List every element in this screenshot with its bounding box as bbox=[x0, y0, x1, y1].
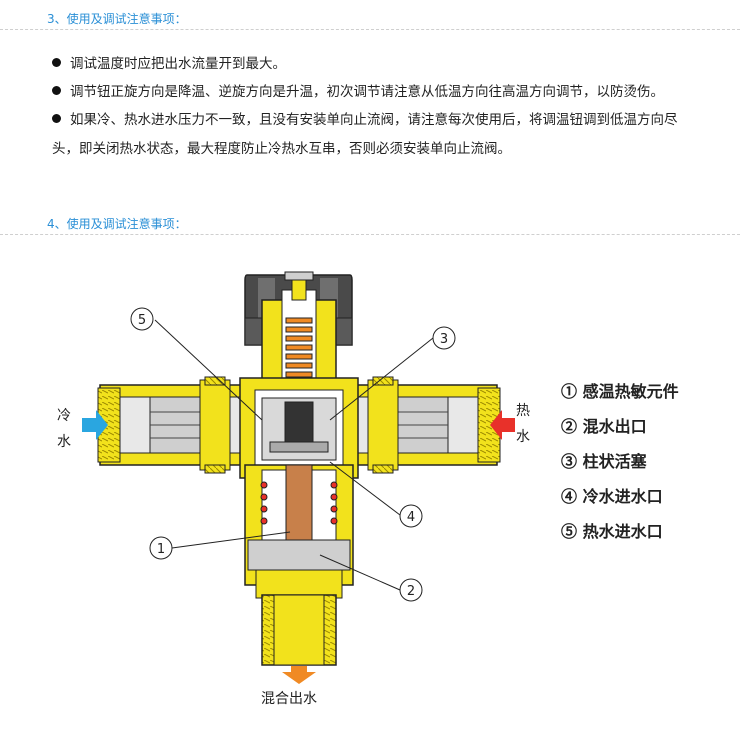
callout-label: 1 bbox=[157, 542, 165, 557]
section3-title: 3、使用及调试注意事项： bbox=[47, 12, 187, 26]
lower-body-icon bbox=[244, 464, 354, 599]
callout-label: 3 bbox=[440, 332, 448, 347]
legend-item: ① 感温热敏元件 bbox=[561, 382, 679, 401]
hot-inlet-arm-icon bbox=[351, 376, 501, 474]
bullet-dot-icon bbox=[52, 58, 61, 67]
callout-label: 2 bbox=[407, 584, 415, 599]
divider bbox=[0, 29, 740, 30]
hot-arrow-icon bbox=[490, 410, 515, 440]
bullet-item: 调节钮正旋方向是降温、逆旋方向是升温，初次调节请注意从低温方向往高温方向调节，以… bbox=[52, 80, 664, 100]
legend-item: ⑤ 热水进水口 bbox=[561, 522, 663, 541]
cold-water-label-1: 冷 bbox=[57, 408, 71, 424]
legend-item: ③ 柱状活塞 bbox=[561, 452, 647, 471]
callout-1: 1 bbox=[149, 536, 173, 560]
cold-water-label-2: 水 bbox=[57, 434, 71, 450]
callout-5: 5 bbox=[130, 307, 154, 331]
top-spring-icon bbox=[285, 317, 313, 378]
legend-item: ④ 冷水进水口 bbox=[561, 487, 663, 506]
callout-label: 5 bbox=[138, 313, 146, 328]
hot-water-label-2: 水 bbox=[516, 429, 530, 445]
bullet-dot-icon bbox=[52, 86, 61, 95]
bullet-dot-icon bbox=[52, 114, 61, 123]
bullet-continuation: 头，即关闭热水状态，最大程度防止冷热水互串，否则必须安装单向止流阀。 bbox=[52, 141, 511, 157]
divider bbox=[0, 234, 740, 235]
leader-lines bbox=[154, 319, 434, 591]
mixed-outlet-label: 混合出水 bbox=[261, 691, 317, 707]
legend-item: ② 混水出口 bbox=[561, 417, 647, 436]
valve-body-icon bbox=[239, 377, 359, 479]
callout-3: 3 bbox=[432, 326, 456, 350]
bullet-item: 如果冷、热水进水压力不一致，且没有安装单向止流阀，请注意每次使用后，将调温钮调到… bbox=[52, 108, 678, 128]
cold-inlet-arm-icon bbox=[97, 376, 246, 474]
outlet-arrow-icon bbox=[282, 666, 316, 684]
bottom-spring-icon bbox=[260, 481, 338, 525]
callout-label: 4 bbox=[407, 510, 415, 525]
section4-title: 4、使用及调试注意事项： bbox=[47, 217, 187, 231]
callout-4: 4 bbox=[399, 504, 423, 528]
cold-arrow-icon bbox=[82, 410, 108, 440]
hot-water-label-1: 热 bbox=[516, 403, 530, 419]
callout-2: 2 bbox=[399, 578, 423, 602]
outlet-pipe-icon bbox=[261, 594, 337, 666]
bullet-item: 调试温度时应把出水流量开到最大。 bbox=[52, 52, 286, 72]
